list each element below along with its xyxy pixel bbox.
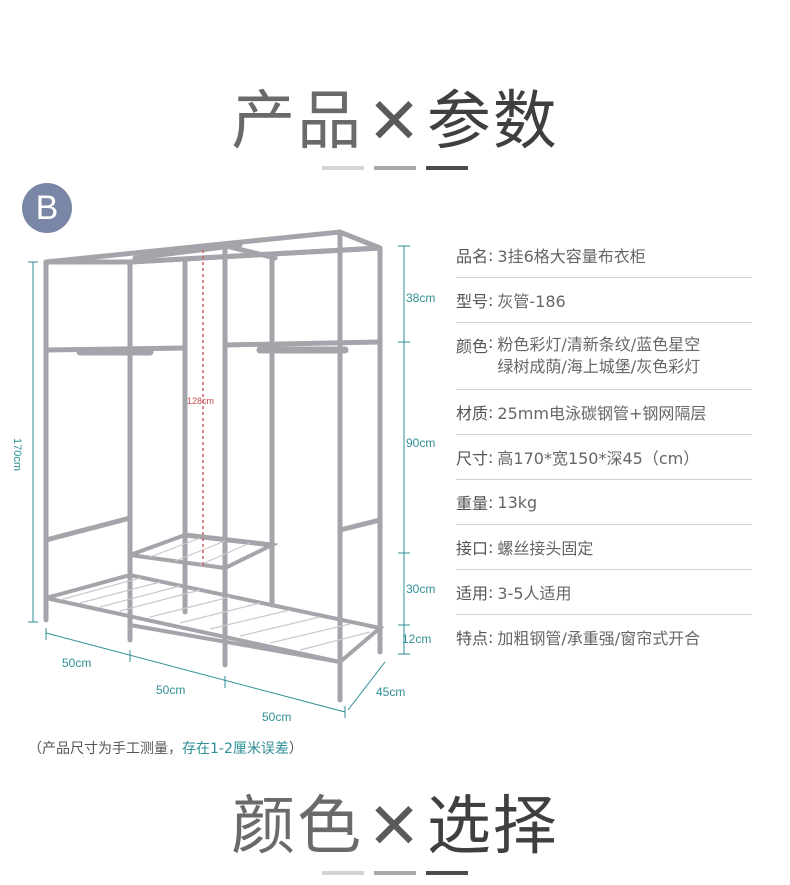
spec-key: 尺寸 [456,449,489,468]
title-underline-bars [0,871,790,875]
spec-row: 特点: 加粗钢管/承重强/窗帘式开合 [456,615,752,659]
label-seg-top: 38cm [406,291,435,305]
spec-key: 重量 [456,494,489,513]
spec-row: 重量: 13kg [456,480,752,525]
spec-row: 尺寸: 高170*宽150*深45（cm） [456,435,752,480]
underline-bar [426,166,468,170]
wardrobe-frame-diagram: 128cm 170cm 38cm 90cm 30cm 12cm 50cm 50c… [11,229,435,724]
spec-value: 3挂6格大容量布衣柜 [497,247,646,266]
underline-bar [374,871,416,875]
title-word-1: 产品 [231,85,364,159]
spec-key: 材质 [456,404,489,423]
spec-value: 灰管-186 [497,292,566,311]
note-suffix: ） [288,741,303,757]
label-width-1: 50cm [62,656,91,670]
section-title-colors: 颜色✕选择 [0,775,790,875]
hanging-rail [222,339,383,348]
spec-row: 适用: 3-5人适用 [456,570,752,615]
spec-value: 粉色彩灯/清新条纹/蓝色星空 绿树成荫/海上城堡/灰色彩灯 [493,334,700,378]
note-highlight: 存在1-2厘米误差 [182,741,289,757]
label-height-total: 170cm [11,438,23,471]
cross-icon: ✕ [367,790,423,864]
spec-value: 加粗钢管/承重强/窗帘式开合 [497,629,701,648]
spec-value: 螺丝接头固定 [497,539,594,558]
label-seg-middle: 90cm [406,436,435,450]
underline-bar [322,166,364,170]
label-width-3: 50cm [262,710,291,724]
title-text: 产品✕参数 [0,70,790,162]
spec-row: 材质: 25mm电泳碳钢管+钢网隔层 [456,390,752,435]
spec-value: 3-5人适用 [497,584,572,603]
label-depth: 45cm [376,685,405,699]
note-prefix: （产品尺寸为手工测量， [28,741,182,757]
spec-key: 适用 [456,584,489,603]
title-underline-bars [0,166,790,170]
underline-bar [374,166,416,170]
spec-value: 高170*宽150*深45（cm） [497,449,700,468]
spec-row: 型号: 灰管-186 [456,278,752,323]
label-seg-lower: 30cm [406,582,435,596]
label-inner-height: 128cm [187,396,214,406]
spec-row: 接口: 螺丝接头固定 [456,525,752,570]
spec-value-line: 绿树成荫/海上城堡/灰色彩灯 [497,357,701,376]
spec-list: 品名: 3挂6格大容量布衣柜 型号: 灰管-186 颜色: 粉色彩灯/清新条纹/… [456,233,752,659]
spec-key: 特点 [456,629,489,648]
title-word-1: 颜色 [231,790,364,864]
spec-key: 接口 [456,539,489,558]
cross-icon: ✕ [367,85,423,159]
underline-bar [426,871,468,875]
spec-value: 13kg [497,492,538,512]
spec-row: 品名: 3挂6格大容量布衣柜 [456,233,752,278]
title-text: 颜色✕选择 [0,775,790,867]
spec-key: 品名 [456,247,489,266]
title-word-2: 参数 [426,85,559,159]
underline-bar [322,871,364,875]
spec-value: 25mm电泳碳钢管+钢网隔层 [497,404,707,423]
spec-key: 型号 [456,292,489,311]
spec-value-line: 粉色彩灯/清新条纹/蓝色星空 [497,335,701,354]
label-width-2: 50cm [156,683,185,697]
section-title-params: 产品✕参数 [0,70,790,170]
variant-badge: B [22,183,72,233]
title-word-2: 选择 [426,790,559,864]
spec-key: 颜色 [456,337,489,356]
measurement-note: （产品尺寸为手工测量，存在1-2厘米误差） [28,738,303,758]
spec-row: 颜色: 粉色彩灯/清新条纹/蓝色星空 绿树成荫/海上城堡/灰色彩灯 [456,323,752,390]
label-seg-bottom: 12cm [402,632,431,646]
